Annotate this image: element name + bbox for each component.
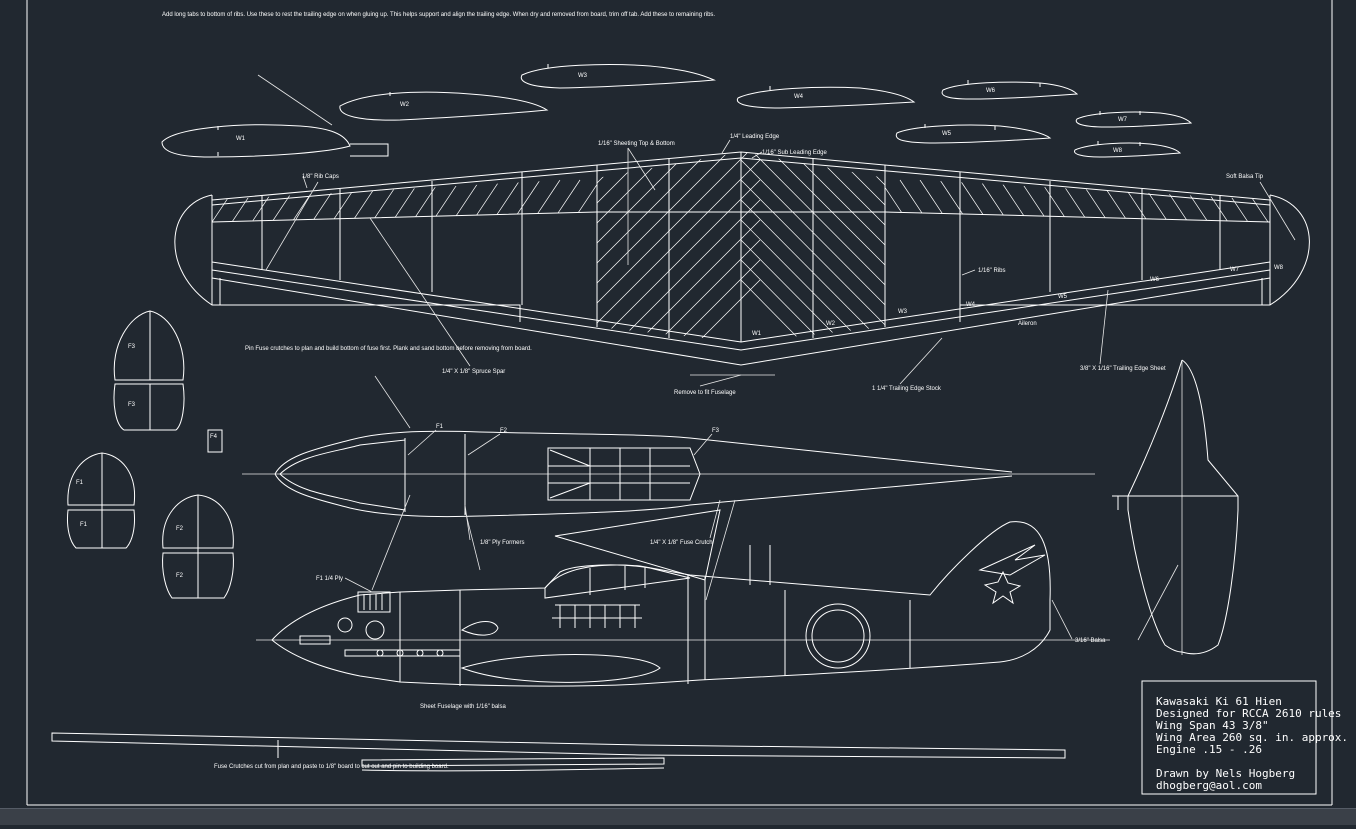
rib-label-w7: W7 xyxy=(1118,117,1128,123)
note-pin-fuse: Pin Fuse crutches to plan and build bott… xyxy=(245,346,532,352)
wing-rib-w5: W5 xyxy=(1058,294,1068,300)
label-sub-leading-edge: 1/16" Sub Leading Edge xyxy=(762,150,828,156)
label-ribs: 1/16" Ribs xyxy=(978,268,1005,274)
former-f2-lower: F2 xyxy=(176,573,184,579)
label-f1-ply: F1 1/4 Ply xyxy=(316,576,343,582)
fuselage-top-view: F1 F2 F3 1/8" Ply Formers 1/4" X 1/8" Fu… xyxy=(242,375,1095,546)
note-crutches: Fuse Crutches cut from plan and paste to… xyxy=(214,764,449,770)
label-sheet-fuselage: Sheet Fuselage with 1/16" balsa xyxy=(420,704,507,710)
fuse-label-f1: F1 xyxy=(436,424,444,430)
former-f3-lower: F3 xyxy=(128,402,136,408)
wing-planform: W1 W2 W3 W4 W5 W6 W7 W8 1/16" Sheeting T… xyxy=(174,134,1310,396)
label-ply-formers: 1/8" Ply Formers xyxy=(480,540,524,546)
wing-rib-w4: W4 xyxy=(966,302,976,308)
former-f3-upper: F3 xyxy=(128,344,136,350)
fuse-label-f3: F3 xyxy=(712,428,720,434)
wing-mount-bolts xyxy=(552,604,642,628)
title-line-7: dhogberg@aol.com xyxy=(1156,779,1262,792)
stabilizer-elevator xyxy=(1112,359,1239,655)
label-fuse-crutch: 1/4" X 1/8" Fuse Crutch xyxy=(650,540,713,546)
label-soft-balsa-tip: Soft Balsa Tip xyxy=(1226,174,1264,180)
rib-label-w8: W8 xyxy=(1113,148,1123,154)
label-te-stock: 1 1/4" Trailing Edge Stock xyxy=(872,386,942,392)
status-bar xyxy=(0,808,1356,825)
wing-rib-w1: W1 xyxy=(752,331,762,337)
rib-label-w4: W4 xyxy=(794,94,804,100)
label-leading-edge: 1/4" Leading Edge xyxy=(730,134,780,140)
wing-rib-w2: W2 xyxy=(826,321,836,327)
label-spar: 1/4" X 1/8" Spruce Spar xyxy=(442,369,505,375)
rib-label-w6: W6 xyxy=(986,88,996,94)
title-block: Kawasaki Ki 61 Hien Designed for RCCA 26… xyxy=(1141,680,1348,795)
note-top: Add long tabs to bottom of ribs. Use the… xyxy=(162,12,715,18)
former-f1-upper: F1 xyxy=(76,480,84,486)
label-rib-caps: 1/8" Rib Caps xyxy=(302,174,339,180)
title-line-6: Drawn by Nels Hogberg xyxy=(1156,767,1295,780)
label-tail-balsa: 3/16" Balsa xyxy=(1075,638,1106,644)
former-f2-upper: F2 xyxy=(176,526,184,532)
rib-label-w3: W3 xyxy=(578,73,588,79)
title-line-5: Engine .15 - .26 xyxy=(1156,743,1262,756)
former-f4: F4 xyxy=(210,434,218,440)
label-sheeting: 1/16" Sheeting Top & Bottom xyxy=(598,141,675,147)
engine-detail xyxy=(299,591,461,657)
drawing-frame xyxy=(26,0,1333,806)
former-f1-lower: F1 xyxy=(80,522,88,528)
label-te-sheet: 3/8" X 1/16" Trailing Edge Sheet xyxy=(1080,366,1166,372)
title-line-3: Wing Span 43 3/8" xyxy=(1156,719,1269,732)
label-aileron: Aileron xyxy=(1018,321,1037,327)
rib-label-w2: W2 xyxy=(400,102,410,108)
title-line-2: Designed for RCCA 2610 rules xyxy=(1156,707,1341,720)
formers: F3 F3 F4 F1 F1 F2 F2 xyxy=(67,310,234,599)
label-remove-to-fit: Remove to fit Fuselage xyxy=(674,390,736,396)
fuse-label-f2: F2 xyxy=(500,428,508,434)
fuse-crutches: Fuse Crutches cut from plan and paste to… xyxy=(51,732,1066,772)
fuselage-side-view: F1 1/4 Ply 3/16" Balsa Sheet Fuselage wi… xyxy=(256,494,1110,710)
rib-airfoils: W1 W2 W3 W4 W6 W5 W7 W8 xyxy=(161,64,1193,158)
rib-label-w5: W5 xyxy=(942,131,952,137)
rib-label-w1: W1 xyxy=(236,136,246,142)
wing-rib-w6: W6 xyxy=(1150,277,1160,283)
wing-rib-w7: W7 xyxy=(1230,267,1240,273)
title-line-1: Kawasaki Ki 61 Hien xyxy=(1156,695,1282,708)
wing-rib-w8: W8 xyxy=(1274,265,1284,271)
wing-rib-w3: W3 xyxy=(898,309,908,315)
title-line-4: Wing Area 260 sq. in. approx. xyxy=(1156,731,1348,744)
